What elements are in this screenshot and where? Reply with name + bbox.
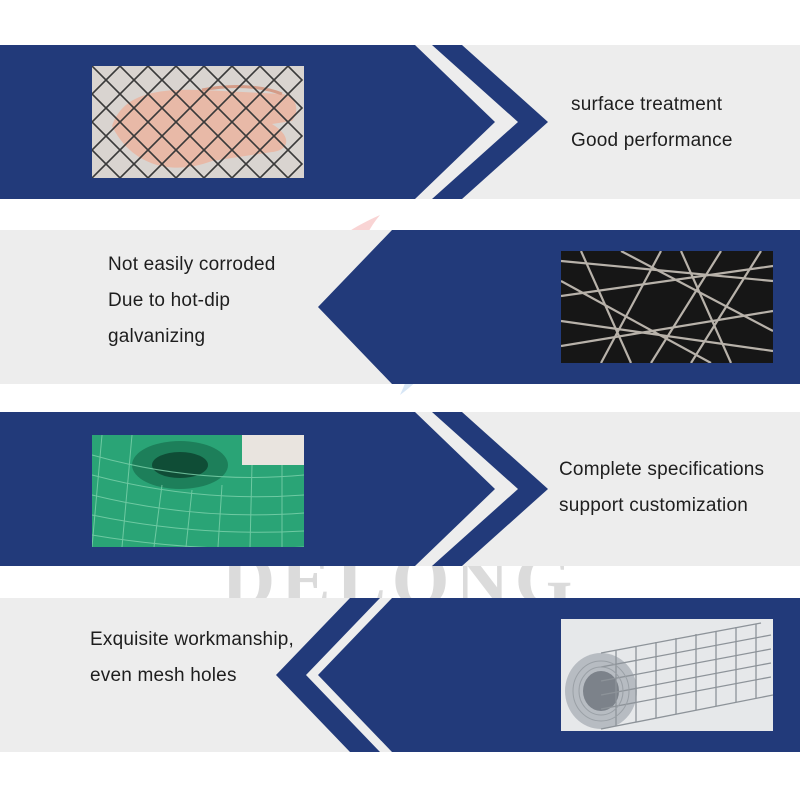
feature-banner-3: Complete specifications support customiz…	[0, 412, 800, 566]
feature-line: Due to hot-dip	[108, 290, 231, 311]
feature-line: surface treatment	[571, 94, 723, 115]
feature-line: galvanizing	[108, 326, 206, 347]
feature-line: Good performance	[571, 130, 733, 151]
feature-line: Complete specifications	[559, 459, 765, 480]
chain-link-mesh-image	[92, 66, 304, 178]
feature-line: even mesh holes	[90, 665, 237, 686]
feature-line: support customization	[559, 495, 749, 516]
green-mesh-roll-image	[92, 435, 304, 547]
feature-banner-4: Exquisite workmanship, even mesh holes	[0, 598, 800, 752]
feature-text-3: Complete specifications support customiz…	[559, 452, 764, 524]
crossed-wires-image	[561, 251, 773, 363]
banner-chevron	[278, 230, 392, 384]
feature-text-4: Exquisite workmanship, even mesh holes	[90, 622, 294, 694]
feature-text-2: Not easily corroded Due to hot-dip galva…	[108, 247, 276, 355]
feature-banner-2: Not easily corroded Due to hot-dip galva…	[0, 230, 800, 384]
feature-line: Exquisite workmanship,	[90, 629, 294, 650]
feature-line: Not easily corroded	[108, 254, 276, 275]
galvanized-mesh-roll-image	[561, 619, 773, 731]
feature-text-1: surface treatment Good performance	[571, 87, 733, 159]
feature-banner-1: surface treatment Good performance	[0, 45, 800, 199]
